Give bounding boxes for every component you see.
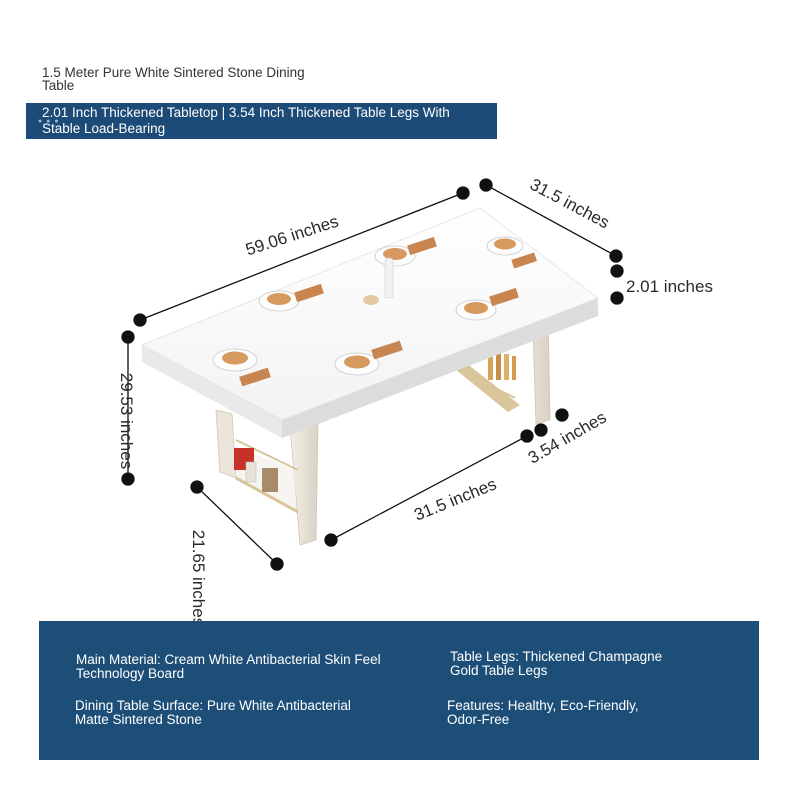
- spec-main-material: Main Material: Cream White Antibacterial…: [76, 652, 381, 681]
- front-leg-frame: [215, 409, 319, 546]
- decorative-dots-icon: ● ● ●: [38, 118, 60, 125]
- spec-table-legs: Table Legs: Thickened Champagne Gold Tab…: [450, 649, 663, 678]
- subtitle-text: 2.01 Inch Thickened Tabletop | 3.54 Inch…: [42, 105, 450, 136]
- product-title: 1.5 Meter Pure White Sintered Stone Dini…: [42, 65, 305, 93]
- specs-panel: Main Material: Cream White Antibacterial…: [39, 621, 759, 760]
- tabletop: [141, 207, 599, 438]
- dimension-lines: [121, 178, 624, 571]
- leg-span-label: 21.65 inches: [189, 529, 209, 627]
- spec-surface: Dining Table Surface: Pure White Antibac…: [75, 698, 351, 727]
- tabletop-thickness-label: 2.01 inches: [626, 277, 713, 296]
- height-label: 29.53 inches: [117, 372, 137, 470]
- subtitle-banner: ● ● ● 2.01 Inch Thickened Tabletop | 3.5…: [26, 103, 497, 139]
- place-settings: [212, 236, 537, 387]
- spec-features: Features: Healthy, Eco-Friendly, Odor-Fr…: [447, 698, 639, 727]
